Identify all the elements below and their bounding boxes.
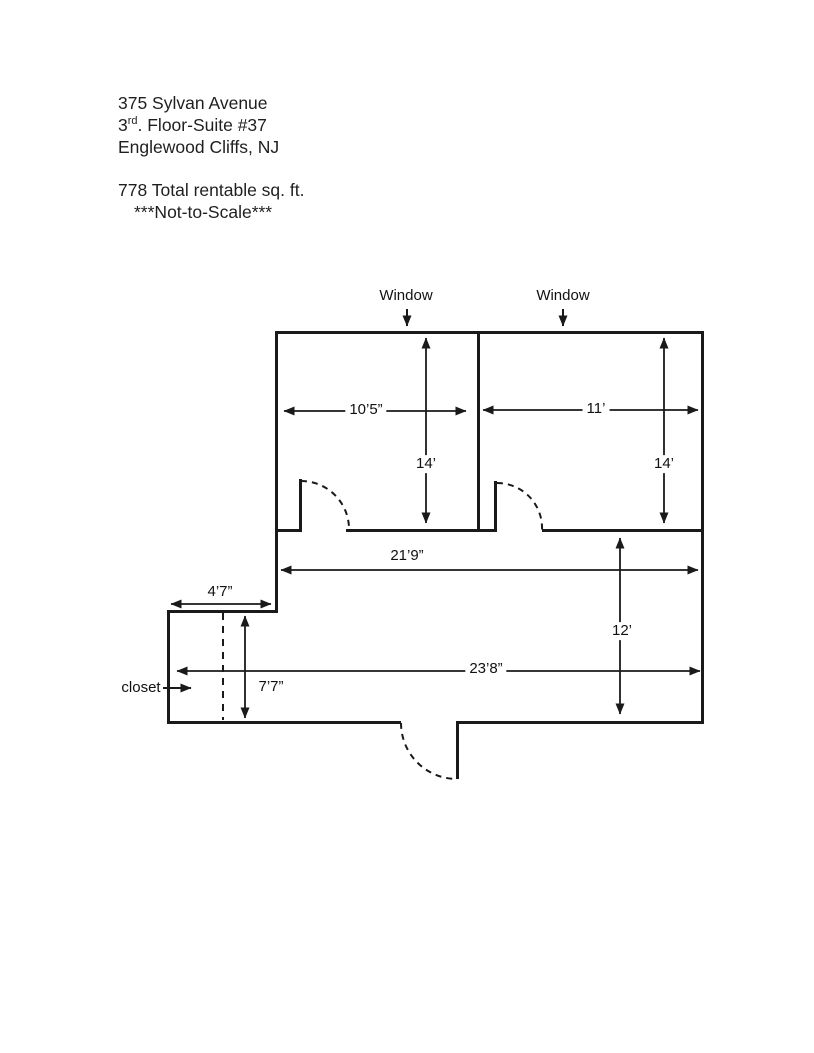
wall-top [275, 331, 704, 334]
wall-rooms-bottom-segment-1 [275, 529, 301, 532]
wall-step [167, 610, 278, 613]
address-line-1: 375 Sylvan Avenue [118, 93, 268, 113]
address-line-2: 3rd. Floor-Suite #37 [118, 115, 267, 135]
dim-label-room2-width: 11’ [582, 400, 610, 418]
floor-number: 3 [118, 115, 128, 135]
door-swing-arc-room2 [496, 481, 544, 531]
closet-label: closet [121, 679, 161, 697]
window2-label: Window [536, 287, 590, 305]
wall-left-lower [167, 610, 170, 724]
dim-label-main-area-width: 21’9” [390, 547, 424, 565]
wall-rooms-bottom-segment-2 [346, 529, 497, 532]
door-leaf-room2 [494, 481, 497, 532]
not-to-scale-note: ***Not-to-Scale*** [134, 202, 273, 222]
dim-label-closet-nook-width: 4’7” [207, 583, 233, 601]
window1-label: Window [379, 287, 433, 305]
dim-label-main-area-depth: 12’ [607, 622, 637, 640]
dim-label-room2-depth: 14’ [649, 455, 679, 473]
wall-left-upper [275, 331, 278, 613]
door-swing-arc-room1 [300, 480, 351, 531]
address-line-3: Englewood Cliffs, NJ [118, 137, 280, 157]
wall-room-divider [477, 331, 480, 532]
wall-rooms-bottom-segment-3 [542, 529, 704, 532]
wall-bottom-right [459, 721, 704, 724]
dim-label-closet-nook-depth: 7’7” [258, 678, 284, 696]
door-leaf-entry [456, 721, 459, 779]
dim-label-overall-width: 23’8” [465, 660, 507, 678]
dim-label-room1-depth: 14’ [411, 455, 441, 473]
dim-label-room1-width: 10’5” [345, 401, 387, 419]
wall-bottom-left [167, 721, 401, 724]
door-leaf-room1 [299, 479, 302, 532]
suite-text: . Floor-Suite #37 [137, 115, 267, 135]
total-area-text: 778 Total rentable sq. ft. [118, 180, 305, 200]
wall-right [701, 331, 704, 724]
door-swing-arc-entry [400, 722, 458, 780]
floor-ordinal-suffix: rd [127, 115, 138, 128]
